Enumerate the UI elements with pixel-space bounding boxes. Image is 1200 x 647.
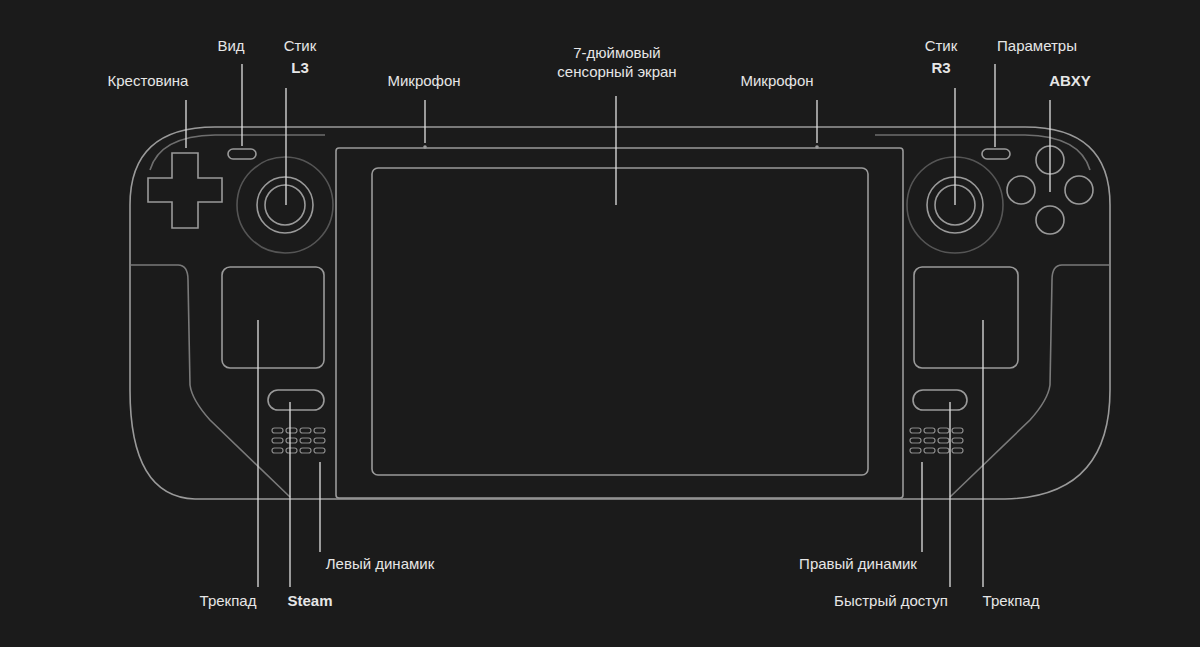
left-trackpad [222, 267, 324, 368]
leader-line [954, 88, 955, 205]
part-label: L3 [291, 58, 309, 77]
menu-button [982, 149, 1010, 159]
speaker-slot [952, 428, 963, 433]
part-label: Параметры [997, 36, 1077, 55]
speaker-slot [924, 438, 935, 443]
leader-line [285, 88, 286, 205]
leader-line [185, 100, 186, 148]
speaker-slot [314, 448, 325, 453]
speaker-slot [938, 428, 949, 433]
leader-line [994, 64, 995, 147]
speaker-grilles [272, 428, 963, 453]
speaker-slot [952, 448, 963, 453]
part-label: Крестовина [108, 71, 189, 90]
speaker-slot [300, 428, 311, 433]
speaker-slot [924, 428, 935, 433]
speaker-slot [286, 428, 297, 433]
left-stick [257, 177, 313, 233]
leader-line [982, 320, 983, 587]
speaker-slot [910, 428, 921, 433]
left-stick-well [237, 157, 333, 253]
top-shoulder [150, 135, 1090, 170]
speaker-slot [910, 448, 921, 453]
part-label: Вид [217, 36, 244, 55]
d-pad [148, 153, 222, 228]
part-label: Быстрый доступ [834, 591, 948, 610]
speaker-slot [952, 438, 963, 443]
leader-line [289, 402, 290, 587]
leader-line [257, 320, 258, 587]
left-stick-cap [265, 185, 305, 225]
leader-line [615, 96, 616, 205]
right-mic [815, 145, 819, 149]
speaker-slot [286, 438, 297, 443]
part-label: Трекпад [200, 591, 257, 610]
part-label: Steam [287, 591, 332, 610]
leader-line [319, 462, 320, 552]
speaker-slot [938, 438, 949, 443]
part-label: Стик [284, 36, 317, 55]
view-button [228, 149, 256, 159]
part-label: ABXY [1049, 71, 1091, 90]
part-label: Трекпад [983, 591, 1040, 610]
part-label: Правый динамик [799, 554, 917, 573]
speaker-slot [272, 428, 283, 433]
speaker-slot [938, 448, 949, 453]
a-button [1036, 206, 1064, 234]
leader-line [921, 462, 922, 552]
left-grip-seam [131, 265, 290, 497]
part-label: Стик [925, 36, 958, 55]
speaker-slot [272, 448, 283, 453]
quick-access-button [913, 390, 967, 410]
part-label: 7-дюймовый сенсорный экран [550, 43, 685, 81]
speaker-slot [314, 438, 325, 443]
b-button [1065, 176, 1093, 204]
speaker-slot [314, 428, 325, 433]
leader-line [424, 100, 425, 143]
steam-button [268, 390, 324, 410]
speaker-slot [910, 438, 921, 443]
part-label: R3 [931, 58, 950, 77]
left-mic [423, 145, 427, 149]
x-button [1007, 176, 1035, 204]
right-grip-seam [950, 265, 1109, 497]
leader-line [949, 402, 950, 587]
part-label: Микрофон [387, 71, 460, 90]
part-label: Левый динамик [326, 554, 435, 573]
leader-line [241, 64, 242, 146]
speaker-slot [924, 448, 935, 453]
touch-screen [372, 168, 868, 475]
leader-line [816, 100, 817, 143]
screen-bezel [336, 148, 903, 498]
speaker-slot [300, 438, 311, 443]
speaker-slot [286, 448, 297, 453]
speaker-slot [300, 448, 311, 453]
speaker-slot [272, 438, 283, 443]
part-label: Микрофон [740, 71, 813, 90]
leader-line [1049, 100, 1050, 192]
device-body [130, 127, 1110, 499]
right-trackpad [914, 267, 1018, 368]
